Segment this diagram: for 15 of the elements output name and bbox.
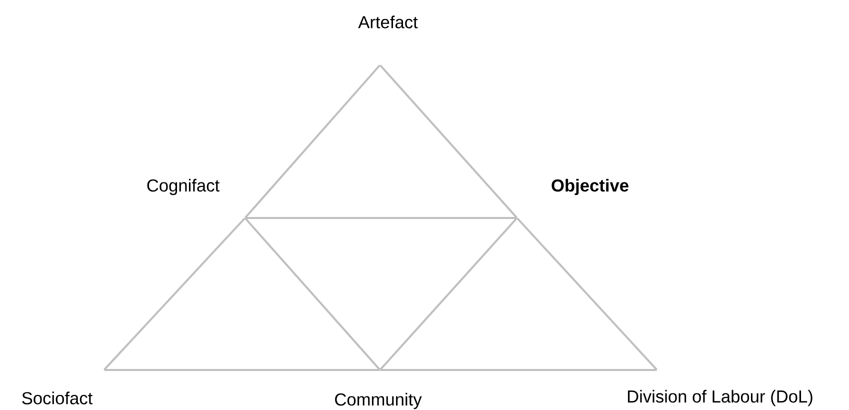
- line: [516, 218, 658, 370]
- line: [244, 64, 381, 218]
- vertex-label: Objective: [552, 178, 628, 196]
- vertex-label: Sociofact: [22, 392, 93, 404]
- line: [380, 368, 657, 371]
- vertex-label: Artefact: [358, 16, 418, 28]
- vertex-label: Community: [335, 392, 422, 410]
- vertex-label: Cognifact: [147, 178, 220, 196]
- line: [380, 64, 518, 218]
- line: [244, 218, 381, 370]
- line: [104, 218, 246, 370]
- line: [245, 217, 517, 219]
- line: [380, 218, 518, 370]
- vertex-label: Division of Labour (DoL): [628, 390, 812, 406]
- line: [104, 368, 380, 371]
